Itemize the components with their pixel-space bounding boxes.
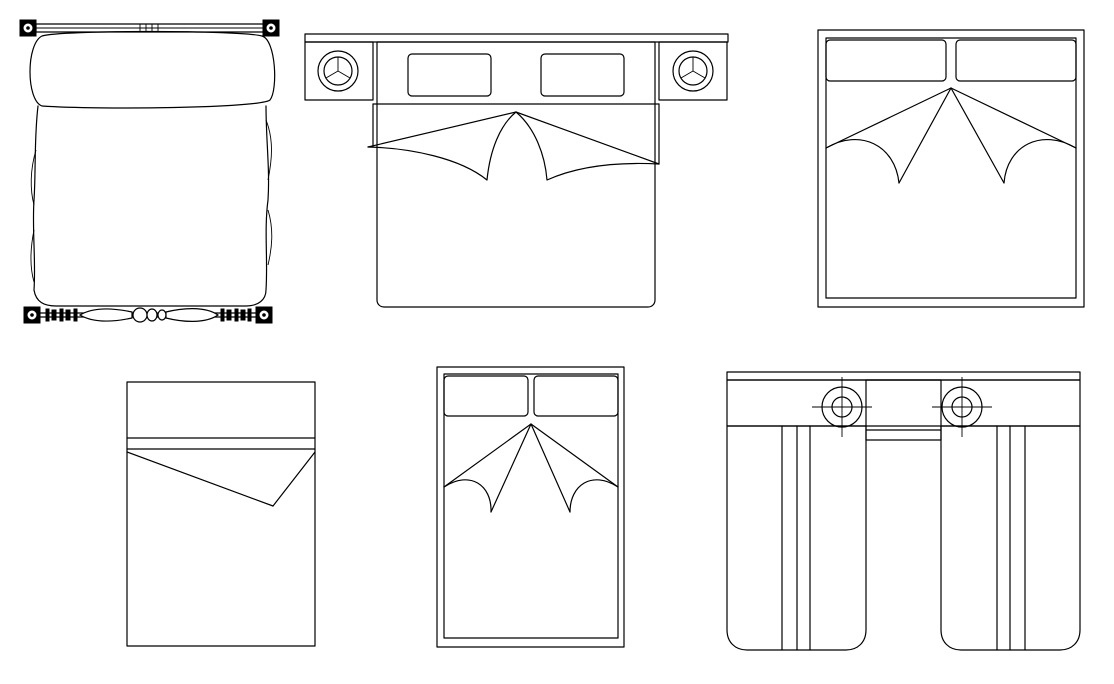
- bed-5-pillow-left: [443, 375, 529, 417]
- bed-2-wall-line: [304, 33, 729, 43]
- bed-3: [817, 29, 1085, 308]
- bed-6-lamp-right: [932, 377, 992, 437]
- bed-4-frame: [126, 381, 316, 647]
- bed-2-duvet-fold: [367, 103, 660, 181]
- bed-1: [19, 19, 280, 324]
- bed-2-nightstand-left: [304, 41, 374, 101]
- bed-3-pillow-left: [825, 39, 947, 82]
- bed-1-foot-rail: [39, 307, 257, 323]
- bed-1-corner-post-bl: [23, 306, 41, 324]
- bed-2-pillow-right: [540, 53, 625, 97]
- bed-3-frame-outer: [817, 29, 1085, 308]
- bed-1-corner-post-tl: [19, 19, 37, 37]
- bed-4: [126, 381, 316, 647]
- bed-3-duvet-fold: [825, 87, 1077, 184]
- bed-6-headboard: [726, 371, 1081, 381]
- bed-6-lamp-left: [812, 377, 872, 437]
- bed-1-corner-post-br: [255, 306, 273, 324]
- bed-2-nightstand-right: [658, 41, 728, 101]
- bed-1-head-rail: [35, 23, 265, 33]
- bed-6-bed-left: [726, 425, 867, 651]
- bed-2-pillow-left: [407, 53, 492, 97]
- bed-1-mattress: [32, 105, 270, 307]
- bed-2: [304, 33, 729, 308]
- bed-6-center-panel: [865, 379, 942, 441]
- bed-1-pillow: [29, 30, 276, 109]
- bed-5-duvet-fold: [443, 423, 619, 513]
- bed-6-bed-right: [940, 425, 1081, 651]
- bed-1-corner-post-tr: [262, 19, 280, 37]
- bed-5-frame-inner: [443, 373, 619, 639]
- bed-6: [726, 371, 1081, 651]
- bed-5: [436, 366, 625, 648]
- bed-3-pillow-right: [955, 39, 1077, 82]
- bed-2-frame: [376, 41, 656, 308]
- bed-4-sheet-fold: [126, 451, 316, 507]
- bed-5-frame-outer: [436, 366, 625, 648]
- bed-5-pillow-right: [533, 375, 619, 417]
- bed-3-frame-inner: [825, 37, 1077, 299]
